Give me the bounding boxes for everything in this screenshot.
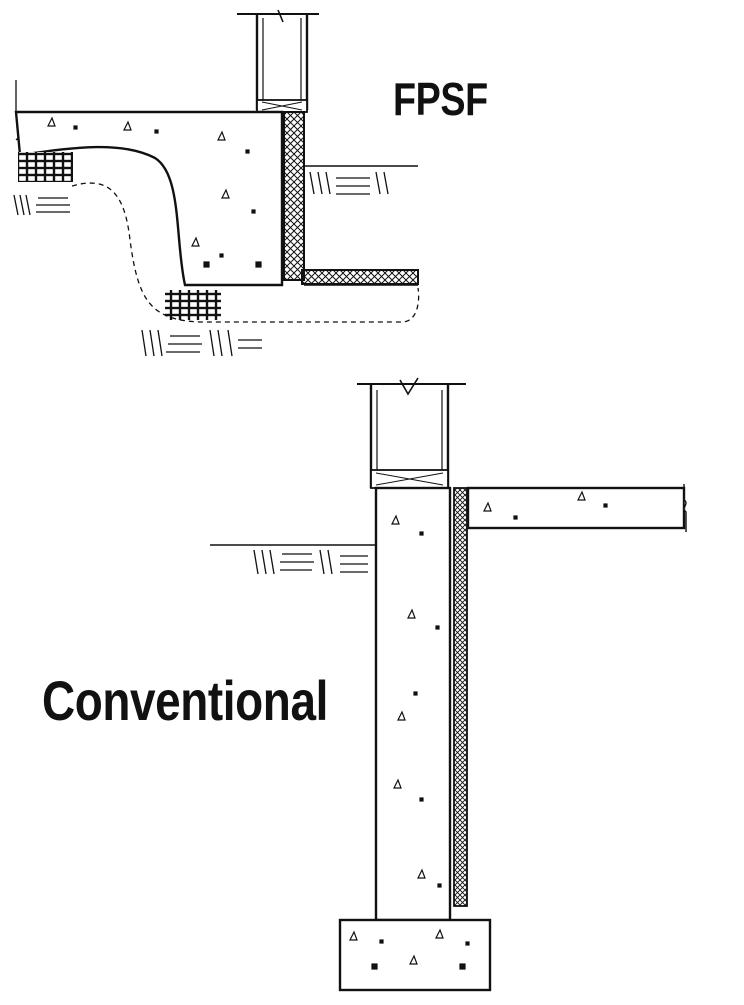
conventional-section — [210, 377, 687, 992]
fpsf-wing-insulation — [301, 269, 419, 285]
conventional-footing — [338, 918, 492, 992]
conventional-label: Conventional — [42, 669, 328, 732]
fpsf-vertical-insulation — [283, 111, 305, 281]
fpsf-section — [13, 9, 420, 357]
fpsf-gravel-footing — [165, 290, 221, 320]
conventional-wall-insulation — [453, 487, 468, 907]
conventional-foundation-wall — [374, 486, 452, 922]
fpsf-slab — [14, 110, 284, 287]
fpsf-ground-bottom — [141, 329, 262, 357]
conventional-sill-plate — [370, 469, 449, 489]
fpsf-label: FPSF — [393, 73, 488, 125]
conventional-grade — [210, 544, 376, 575]
fpsf-concrete-aggregate — [47, 116, 262, 268]
fpsf-grade-right — [304, 165, 418, 286]
conventional-floor-slab — [466, 484, 687, 532]
fpsf-wall-frame — [237, 9, 319, 110]
fpsf-frost-line — [71, 182, 420, 323]
fpsf-gravel-left — [18, 152, 73, 182]
conventional-concrete-aggregate — [349, 490, 608, 970]
fpsf-sill-plate — [256, 99, 308, 113]
